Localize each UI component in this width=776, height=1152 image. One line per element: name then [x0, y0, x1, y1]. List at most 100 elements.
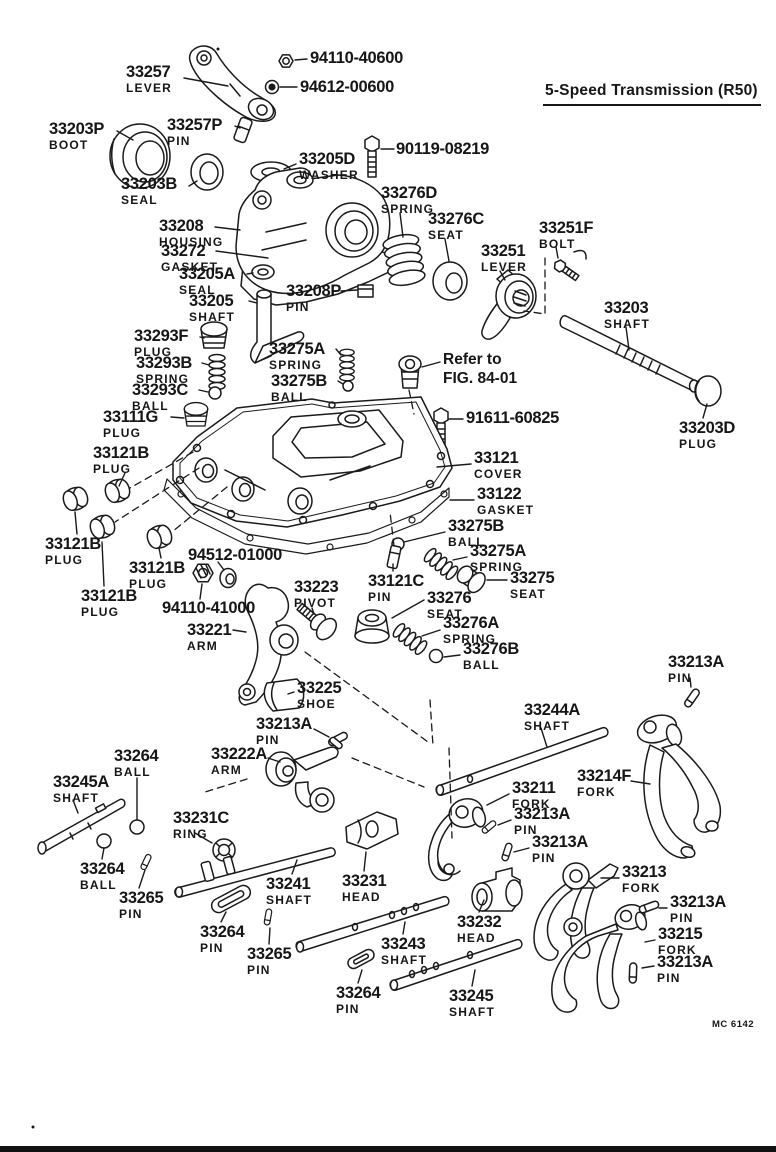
- fork-33215-drawing: [551, 904, 648, 1013]
- pin-33213A-drawing: [500, 841, 514, 863]
- leader-line: [138, 869, 146, 889]
- leader-line: [188, 180, 198, 187]
- leader-line: [194, 832, 213, 844]
- leader-line: [170, 416, 185, 419]
- lever-33257-drawing: [188, 45, 277, 122]
- leader-line: [183, 77, 229, 87]
- leader-line: [421, 361, 441, 368]
- leader-line: [215, 250, 269, 259]
- bolt-90119-drawing: [364, 135, 380, 178]
- leader-line: [294, 58, 308, 61]
- pin-33213A-drawing: [682, 687, 702, 709]
- pin-33208P-drawing: [357, 284, 374, 298]
- diagram-title: 5-Speed Transmission (R50): [543, 82, 761, 106]
- seat-33275-drawing: [456, 565, 486, 594]
- seat-33276C-drawing: [432, 261, 468, 301]
- seal-33203B-drawing: [190, 153, 224, 191]
- leader-line: [201, 362, 210, 366]
- plug-33121B-drawing: [86, 511, 119, 543]
- housing-33208-drawing: [235, 167, 391, 295]
- leader-line: [702, 403, 708, 419]
- spring-33276A-drawing: [390, 621, 430, 657]
- fork-33211-drawing: [427, 798, 487, 882]
- leader-line: [644, 939, 656, 943]
- leader-line: [443, 654, 461, 658]
- pin-33213A-drawing: [628, 962, 638, 984]
- leader-line: [402, 921, 406, 935]
- leader-line: [217, 561, 225, 571]
- leader-line: [391, 599, 425, 619]
- leader-line: [630, 780, 651, 785]
- refer-plunger-drawing: [398, 355, 422, 389]
- leader-line: [246, 272, 254, 275]
- shaft-33243-drawing: [295, 895, 450, 953]
- leader-line: [198, 389, 209, 393]
- leader-line: [220, 911, 227, 923]
- leader-line: [555, 246, 559, 259]
- pin-33213A-drawing: [637, 899, 661, 915]
- pin-33264-oval-drawing: [347, 948, 375, 970]
- leader-line: [101, 541, 105, 587]
- boot-33203P-drawing: [109, 123, 171, 189]
- spring-33275A-top-drawing: [339, 348, 355, 382]
- plug-33121B-drawing: [59, 483, 92, 515]
- leader-line: [689, 677, 692, 688]
- leader-line: [199, 583, 203, 600]
- seat-33276-drawing: [354, 609, 390, 644]
- plug-33121B-drawing: [101, 475, 134, 507]
- leader-line: [363, 851, 367, 872]
- plug-33293F-drawing: [200, 321, 228, 349]
- speck: [31, 1125, 35, 1129]
- ball-33264-drawing: [129, 819, 145, 835]
- shaft-33205-drawing: [249, 289, 305, 364]
- seal-33205A-drawing: [251, 264, 275, 280]
- leader-line: [478, 899, 485, 913]
- pin-33264-oval-drawing: [210, 884, 252, 914]
- leader-line: [118, 472, 126, 487]
- pin-33257P-drawing: [233, 116, 253, 144]
- leader-line: [513, 847, 530, 853]
- leader-line: [214, 226, 241, 231]
- leader-line: [335, 348, 342, 356]
- shoe-33225-drawing: [263, 678, 305, 712]
- leader-line: [499, 270, 506, 281]
- leader-line: [625, 326, 630, 351]
- leader-line: [199, 336, 205, 339]
- leader-line: [101, 847, 105, 860]
- leader-lines: [72, 58, 708, 987]
- shaft-33245-drawing: [389, 938, 523, 992]
- leader-line: [158, 547, 162, 559]
- head-33231-drawing: [345, 811, 399, 850]
- pin-33265-drawing: [139, 852, 153, 872]
- nut-94612-drawing: [264, 79, 280, 95]
- leader-line: [287, 691, 295, 695]
- leader-line: [248, 300, 258, 304]
- shaft-33203-drawing: [559, 315, 700, 393]
- leader-line: [497, 819, 512, 826]
- bolt-33251F-drawing: [553, 249, 587, 282]
- spring-33276D-drawing: [381, 231, 427, 289]
- leader-line: [116, 130, 134, 141]
- spring-33293B-drawing: [208, 353, 226, 391]
- leader-line: [471, 969, 476, 987]
- pin-33265-drawing: [263, 908, 273, 926]
- arm-33221-drawing: [238, 583, 299, 706]
- lever-33251-drawing: [481, 269, 537, 340]
- leader-line: [540, 727, 548, 748]
- leader-line: [403, 531, 446, 543]
- leader-line: [74, 511, 78, 535]
- shaft-33244A-drawing: [435, 726, 609, 797]
- alignment-dashes: [114, 257, 546, 839]
- leader-line: [72, 799, 79, 814]
- figure-code: MC 6142: [712, 1019, 755, 1030]
- arm-33222A-drawing: [265, 736, 343, 813]
- page-edge-bar: [0, 1146, 776, 1152]
- ball-33293C-drawing: [208, 386, 222, 400]
- nut-94110-41000-drawing: [192, 563, 214, 583]
- ball-33275B-top-drawing: [342, 380, 354, 392]
- leader-line: [421, 629, 441, 637]
- leader-line: [337, 380, 344, 385]
- leader-line: [232, 629, 247, 633]
- leader-line: [268, 927, 271, 945]
